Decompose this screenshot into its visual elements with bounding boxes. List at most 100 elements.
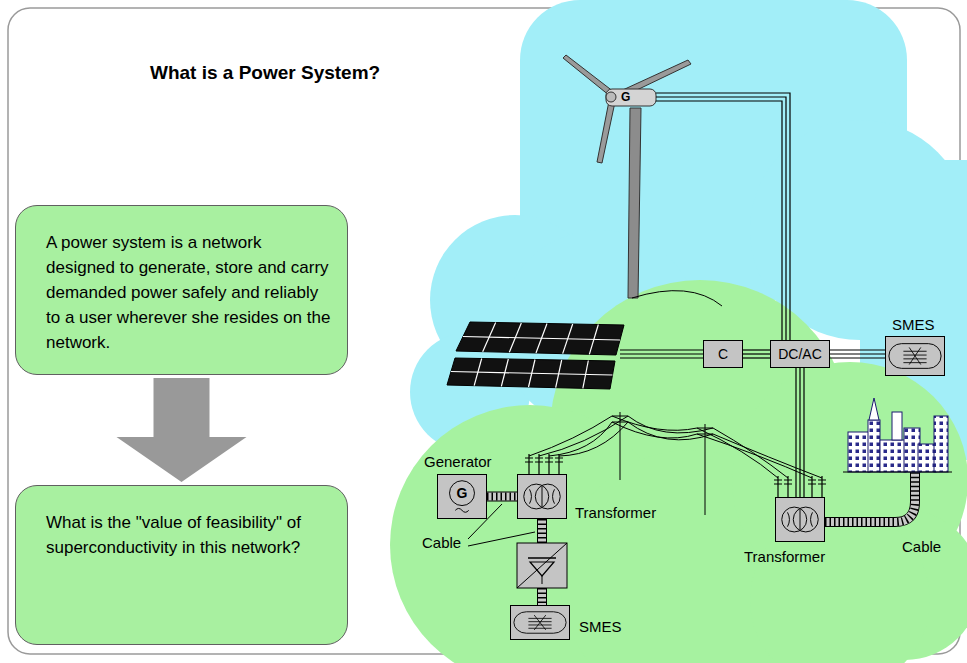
drawing-part <box>892 412 902 440</box>
drawing-part <box>117 378 247 482</box>
inverter-box: DC/AC <box>770 340 830 368</box>
drawing-part <box>450 481 475 506</box>
solar-grid <box>451 323 620 389</box>
smes-box: SMES <box>885 336 945 376</box>
solar-panel <box>447 322 624 389</box>
drawing-part <box>869 398 879 420</box>
drawing-part <box>549 422 812 478</box>
drawing-part <box>848 432 870 472</box>
drawing-part <box>524 484 549 509</box>
drawing-part <box>825 470 915 522</box>
cable <box>542 470 915 605</box>
drawing-part <box>525 454 533 474</box>
drawing-part <box>456 322 624 355</box>
drawing-part <box>597 101 615 163</box>
drawing-part <box>743 357 770 358</box>
insulators <box>525 454 826 497</box>
power-line <box>743 350 770 358</box>
rectifier <box>517 543 567 588</box>
drawing-part <box>788 509 813 529</box>
drawing-part <box>606 92 616 102</box>
drawing-part <box>830 353 885 354</box>
ground-region <box>390 280 967 663</box>
drawing-part <box>830 349 885 350</box>
drawing-part <box>620 357 703 358</box>
box-text: DC/AC <box>778 346 822 362</box>
drawing-part <box>743 349 770 350</box>
drawing-part <box>447 358 615 389</box>
drawing-part <box>528 557 556 559</box>
drawing-part <box>530 562 554 576</box>
drawing-part <box>620 353 703 354</box>
wind-turbine <box>563 55 691 298</box>
flow-arrow <box>117 378 247 482</box>
drawing-part <box>830 357 885 358</box>
drawing-part <box>818 476 826 497</box>
drawing-part <box>529 416 778 478</box>
drawing-part <box>539 416 788 478</box>
converter-box: C <box>703 340 743 368</box>
city <box>843 398 952 472</box>
drawing-part <box>782 507 807 532</box>
drawing-part <box>903 347 926 364</box>
drawing-part <box>776 498 824 541</box>
drawing-part <box>559 422 822 478</box>
drawing-part <box>487 493 517 501</box>
drawing-part <box>793 507 818 532</box>
drawing-part <box>705 424 706 515</box>
drawing-part <box>606 89 656 106</box>
drawing-part <box>542 576 543 584</box>
box-text: C <box>718 346 728 362</box>
drawing-part <box>487 492 517 502</box>
transformer-box: Transformer <box>775 497 825 542</box>
drawing-part <box>743 353 770 354</box>
drawing-part <box>620 349 703 350</box>
drawing-part <box>555 454 563 474</box>
drawing-part <box>656 101 782 340</box>
drawing-part <box>799 368 800 497</box>
drawing-part <box>889 344 941 369</box>
power-line <box>830 350 885 358</box>
drawing-part <box>843 472 952 473</box>
cable <box>487 496 517 497</box>
box-label: SMES <box>892 316 935 333</box>
drawing-part <box>468 532 535 546</box>
box-label: Generator <box>424 453 492 470</box>
drawing-part <box>825 470 915 522</box>
drawing-part <box>518 475 566 518</box>
drawing-part <box>656 93 790 340</box>
drawing-part <box>808 476 816 497</box>
drawing-part <box>511 606 569 639</box>
drawing-part <box>563 55 614 96</box>
title: What is a Power System? <box>150 62 380 84</box>
drawing-part <box>918 444 936 472</box>
drawing-part <box>803 368 804 497</box>
drawing-part <box>886 337 944 375</box>
drawing-part <box>451 372 613 376</box>
drawing-part <box>535 454 543 474</box>
drawing-part <box>774 476 782 497</box>
drawing-part <box>514 612 566 633</box>
drawing-part <box>880 440 906 472</box>
drawing-part <box>463 337 620 341</box>
box-label: Transformer <box>575 504 656 521</box>
solar-wires <box>620 350 703 358</box>
drawing-part <box>628 108 641 298</box>
drawing-part <box>517 543 567 588</box>
drawing-part <box>455 508 468 512</box>
power-line <box>796 368 804 497</box>
part-label: Cable <box>902 538 941 555</box>
drawing-part <box>795 368 796 497</box>
box-label: Transformer <box>744 548 825 565</box>
drawing-part <box>528 615 551 630</box>
smes-box: SMES <box>510 605 570 640</box>
drawing-part <box>825 470 915 522</box>
turbine-wires <box>656 93 790 340</box>
text-box: A power system is a network designed to … <box>15 205 348 375</box>
drawing-part <box>530 486 555 506</box>
drawing-part <box>868 420 880 472</box>
generator-mark: G <box>621 90 630 104</box>
box-text: What is the "value of feasibility" of su… <box>46 513 301 557</box>
